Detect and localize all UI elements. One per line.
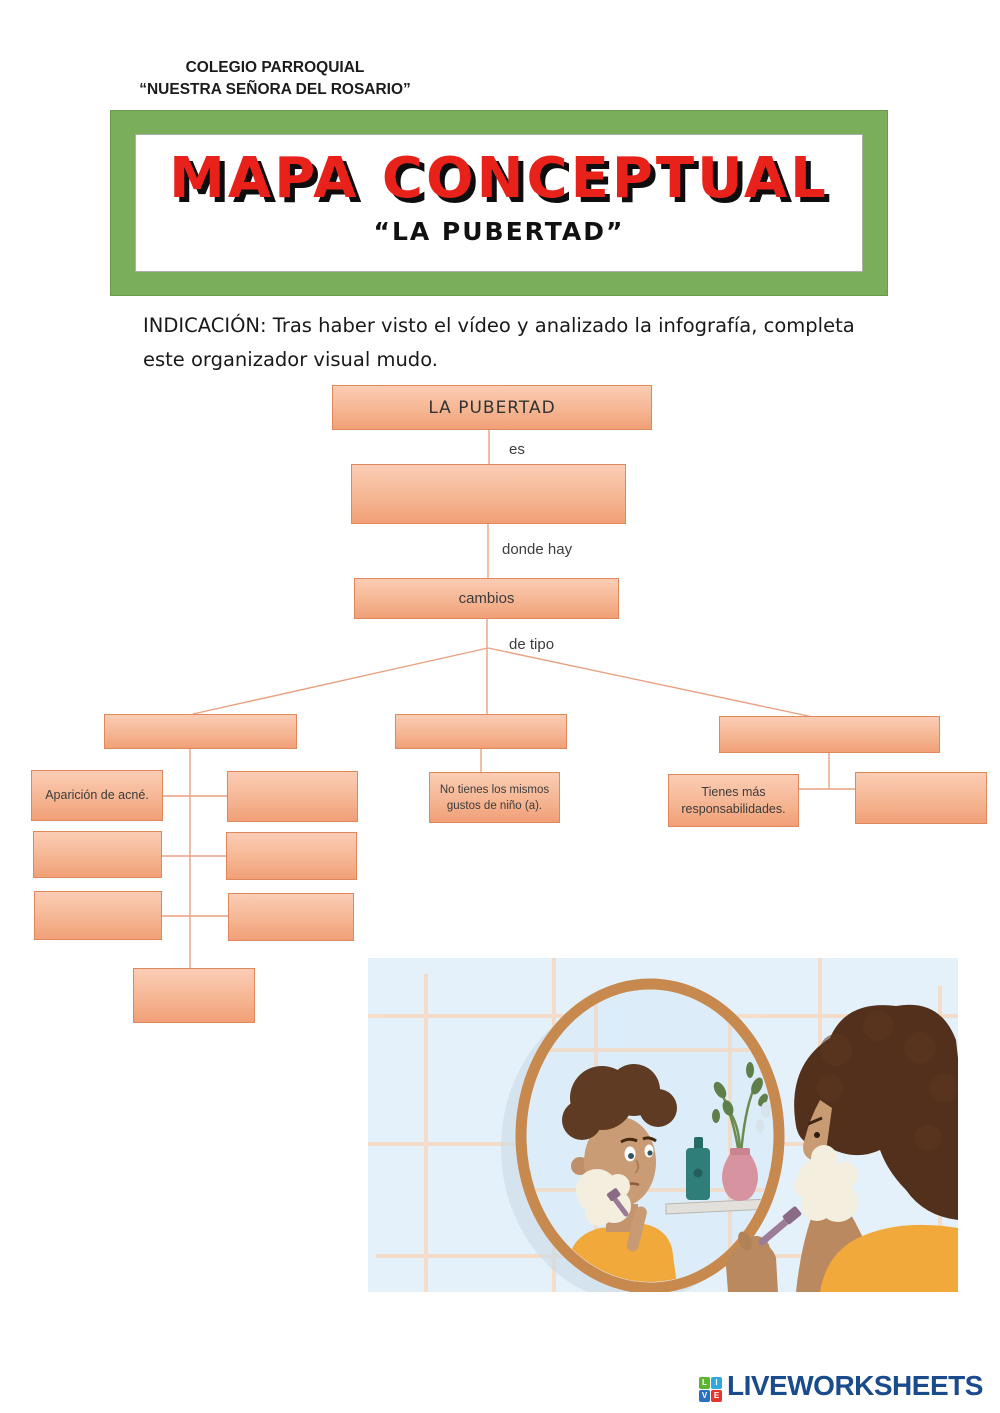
answer-box-right-empty[interactable] <box>855 772 987 824</box>
logo-tile-e: E <box>711 1390 722 1402</box>
page-subtitle: “LA PUBERTAD” <box>373 217 625 246</box>
reflection-shaving-foam <box>576 1169 631 1226</box>
reflection-eyebrows <box>620 1136 657 1144</box>
plant-leaves <box>712 1062 771 1133</box>
reflection-razor <box>607 1188 621 1201</box>
answer-box-branch-right[interactable] <box>719 716 940 753</box>
connector-label-es: es <box>509 441 525 458</box>
school-header: COLEGIO PARROQUIAL “NUESTRA SEÑORA DEL R… <box>110 57 440 101</box>
title-banner-inner: MAPA CONCEPTUAL “LA PUBERTAD” <box>135 134 863 272</box>
boy-hair-curls <box>817 1011 958 1151</box>
answer-box-left-bottom[interactable] <box>133 968 255 1023</box>
razor-icon <box>782 1206 802 1225</box>
answer-box-left-l2[interactable] <box>33 831 162 878</box>
liveworksheets-logo-icon[interactable]: L I V E <box>699 1377 723 1403</box>
boy-eye <box>814 1132 820 1138</box>
school-name-line1: COLEGIO PARROQUIAL <box>185 59 365 76</box>
title-banner: MAPA CONCEPTUAL “LA PUBERTAD” <box>110 110 888 296</box>
shelf <box>665 1195 773 1215</box>
node-acne: Aparición de acné. <box>31 770 163 821</box>
connector-label-donde-hay: donde hay <box>502 541 573 558</box>
answer-box-left-l3[interactable] <box>34 891 162 940</box>
boy-foreground <box>726 1004 958 1292</box>
instruction-line2: este organizador visual mudo. <box>143 348 438 371</box>
school-name-line2: “NUESTRA SEÑORA DEL ROSARIO” <box>139 81 411 98</box>
answer-box-branch-left[interactable] <box>104 714 297 749</box>
boy-shaving-foam <box>794 1145 858 1222</box>
liveworksheets-wordmark[interactable]: LIVEWORKSHEETS <box>727 1370 983 1401</box>
vase <box>722 1148 758 1201</box>
logo-tile-v: V <box>699 1390 710 1402</box>
bottle <box>686 1137 710 1200</box>
connector-label-de-tipo: de tipo <box>509 636 555 653</box>
instruction-text: INDICACIÓN: Tras haber visto el vídeo y … <box>143 309 913 377</box>
reflection-hand <box>626 1206 647 1252</box>
shaving-illustration <box>368 958 958 1292</box>
answer-box-left-r3[interactable] <box>228 893 354 941</box>
answer-box-branch-middle[interactable] <box>395 714 567 749</box>
instruction-line1: INDICACIÓN: Tras haber visto el vídeo y … <box>143 314 855 337</box>
node-root-la-pubertad: LA PUBERTAD <box>332 385 652 430</box>
node-responsabilidades: Tienes más responsabilidades. <box>668 774 799 827</box>
reflection-hair <box>562 1064 677 1140</box>
answer-box-left-r2[interactable] <box>226 832 357 880</box>
node-cambios: cambios <box>354 578 619 619</box>
boy-shirt <box>820 1224 958 1292</box>
logo-tile-i: I <box>711 1377 722 1389</box>
node-gustos: No tienes los mismos gustos de niño (a). <box>429 772 560 823</box>
answer-box-definition[interactable] <box>351 464 626 524</box>
page-title: MAPA CONCEPTUAL <box>169 146 829 211</box>
logo-tile-l: L <box>699 1377 710 1389</box>
answer-box-left-r1[interactable] <box>227 771 358 822</box>
